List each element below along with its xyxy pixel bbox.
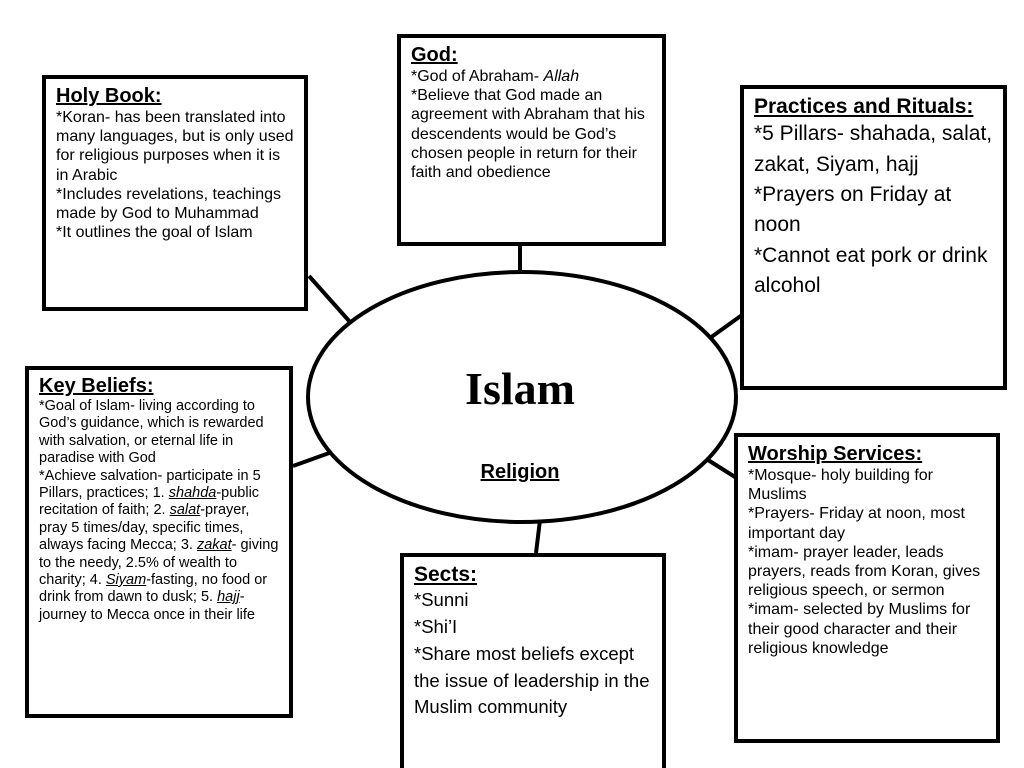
practices-item: *Cannot eat pork or drink alcohol [754,243,988,298]
god-item-1: *God of Abraham- Allah [411,68,580,85]
worship-content: *Mosque- holy building for Muslims *Pray… [748,466,986,658]
practices-box: Practices and Rituals: *5 Pillars- shaha… [740,85,1007,390]
central-ellipse [306,270,738,524]
sects-item: *Shi’I [414,615,458,637]
practices-content: *5 Pillars- shahada, salat, zakat, Siyam… [754,119,993,302]
pillar-term: zakat [196,537,232,554]
sects-item: *Sunni [414,589,469,611]
pillar-term: Siyam [105,571,147,588]
connector-sects [534,519,542,554]
god-content: *God of Abraham- Allah *Believe that God… [411,67,652,182]
allah-term: Allah [543,68,580,85]
connector-holy-book [307,274,352,324]
holy-book-heading: Holy Book: [56,85,162,107]
worship-box: Worship Services: *Mosque- holy building… [734,433,1000,743]
god-heading: God: [411,44,458,66]
practices-item: *Prayers on Friday at noon [754,183,952,237]
key-beliefs-item: *Achieve salvation- participate in 5 Pil… [39,467,279,623]
practices-item: *5 Pillars- shahada, salat, zakat, Siyam… [754,122,993,176]
connector-key-beliefs [292,450,333,468]
worship-item: *imam- prayer leader, leads prayers, rea… [748,543,981,600]
holy-book-item: *Includes revelations, teachings made by… [56,185,282,222]
sects-box: Sects: *Sunni *Shi’I *Share most beliefs… [400,553,666,768]
holy-book-box: Holy Book: *Koran- has been translated i… [42,75,308,311]
pillar-term: salat [169,502,201,519]
key-beliefs-heading: Key Beliefs: [39,375,154,397]
worship-item: *Prayers- Friday at noon, most important… [748,505,965,542]
holy-book-content: *Koran- has been translated into many la… [56,108,294,242]
god-box: God: *God of Abraham- Allah *Believe tha… [397,34,666,246]
key-beliefs-item: *Goal of Islam- living according to God’… [39,398,264,467]
central-topic-subtitle: Religion [480,461,560,483]
pillar-term: shahda [168,484,217,501]
key-beliefs-content: *Goal of Islam- living according to God’… [39,398,279,624]
worship-item: *Mosque- holy building for Muslims [748,467,933,504]
pillar-term: hajj [217,589,240,606]
worship-heading: Worship Services: [748,443,923,465]
holy-book-item: *Koran- has been translated into many la… [56,109,294,184]
practices-heading: Practices and Rituals: [754,95,974,118]
worship-item: *imam- selected by Muslims for their goo… [748,601,971,657]
sects-item: *Share most beliefs except the issue of … [414,642,650,718]
god-item-2: *Believe that God made an agreement with… [411,87,645,181]
holy-book-item: *It outlines the goal of Islam [56,224,253,242]
sects-content: *Sunni *Shi’I *Share most beliefs except… [414,587,652,721]
connector-practices [708,313,744,340]
key-beliefs-box: Key Beliefs: *Goal of Islam- living acco… [25,366,293,718]
central-topic-title: Islam [465,363,575,414]
sects-heading: Sects: [414,563,478,586]
connector-worship [706,458,737,479]
